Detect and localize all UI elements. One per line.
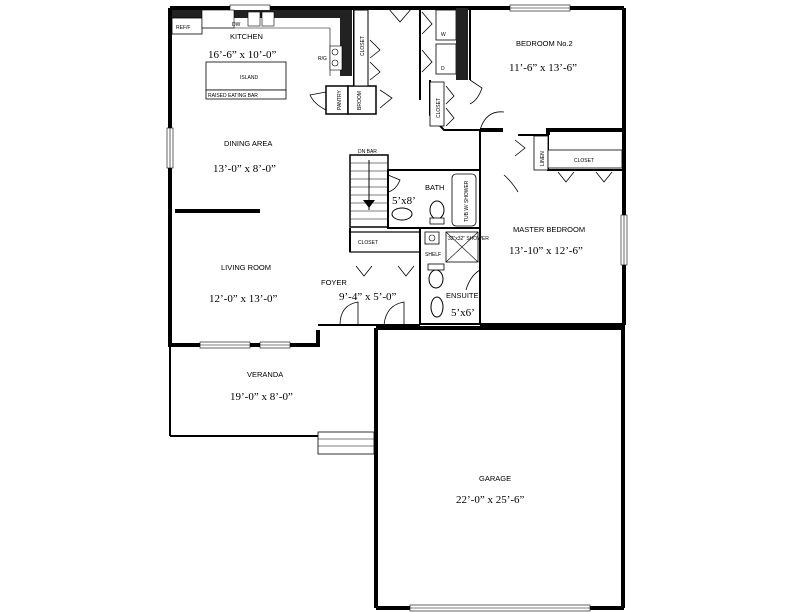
foyer-closet-label: CLOSET <box>358 240 378 246</box>
veranda-label: VERANDA <box>247 370 283 379</box>
living-room-dims: 12’-0” x 13’-0” <box>209 293 278 305</box>
foyer-closet: CLOSET <box>349 228 421 325</box>
island-label: ISLAND <box>240 75 258 81</box>
range-label: R/G <box>318 56 327 62</box>
laundry-closet-label: CLOSET <box>360 36 366 56</box>
bedroom2-label: BEDROOM No.2 <box>516 39 573 48</box>
bedroom2-dims: 11’-6” x 13’-6” <box>509 62 577 74</box>
foyer-dims: 9’-4” x 5’-0” <box>339 291 397 303</box>
dishwasher-label: DW <box>232 22 241 28</box>
laundry-area: CLOSET W D <box>353 7 468 109</box>
garage-label: GARAGE <box>479 474 511 483</box>
garage-dims: 22’-0” x 25’-6” <box>456 494 525 506</box>
pantry-label: PANTRY <box>337 90 343 110</box>
refrigerator-label: REF/F <box>176 25 190 31</box>
foyer-label: FOYER <box>321 278 347 287</box>
bath: TUB W/ SHOWER BATH 5’x8’ <box>387 169 481 229</box>
kitchen-area: REF/F DW R/G KITCHEN 16’-6” x 10’-0” ISL… <box>171 9 352 100</box>
ensuite: 32”x32” SHOWER SHELF ENSUITE 5’x6’ <box>419 227 489 325</box>
washer-label: W <box>441 32 446 38</box>
linen-label: LINEN <box>540 151 546 166</box>
shelf-label: SHELF <box>425 252 441 258</box>
foyer: FOYER 9’-4” x 5’-0” <box>318 228 420 326</box>
garage: GARAGE 22’-0” x 25’-6” <box>376 326 624 506</box>
ensuite-dims: 5’x6’ <box>451 307 475 319</box>
bath-dims: 5’x8’ <box>392 195 416 207</box>
master-bedroom: LINEN CLOSET MASTER BEDROOM 13’-10” x 12… <box>479 130 624 325</box>
dn-bar-label: DN BAR <box>358 149 377 155</box>
dining-area-label: DINING AREA <box>224 139 272 148</box>
broom-label: BROOM <box>357 91 363 110</box>
bedroom2-closet-label: CLOSET <box>436 98 442 118</box>
dining-area-dims: 13’-0” x 8’-0” <box>213 163 276 175</box>
windows <box>166 4 628 612</box>
master-bedroom-label: MASTER BEDROOM <box>513 225 585 234</box>
master-closet-label: CLOSET <box>574 158 594 164</box>
dining-living: DINING AREA 13’-0” x 8’-0” LIVING ROOM 1… <box>175 139 278 305</box>
ensuite-label: ENSUITE <box>446 291 479 300</box>
pantry-broom: PANTRY BROOM <box>309 85 377 115</box>
raised-eating-bar-label: RAISED EATING BAR <box>208 93 258 99</box>
dryer-label: D <box>441 66 445 72</box>
kitchen-dims: 16’-6” x 10’-0” <box>208 49 277 61</box>
tub-shower-label: TUB W/ SHOWER <box>464 180 470 222</box>
shower-label: 32”x32” SHOWER <box>448 236 489 242</box>
kitchen-label: KITCHEN <box>230 32 263 41</box>
veranda-dims: 19’-0” x 8’-0” <box>230 391 293 403</box>
living-room-label: LIVING ROOM <box>221 263 271 272</box>
hall-stairs: DN BAR <box>349 139 526 228</box>
bath-label: BATH <box>425 183 444 192</box>
bedroom-2: CLOSET BEDROOM No.2 11’-6” x 13’-6” <box>429 8 577 131</box>
veranda: VERANDA 19’-0” x 8’-0” <box>169 345 375 455</box>
master-bedroom-dims: 13’-10” x 12’-6” <box>509 245 583 257</box>
